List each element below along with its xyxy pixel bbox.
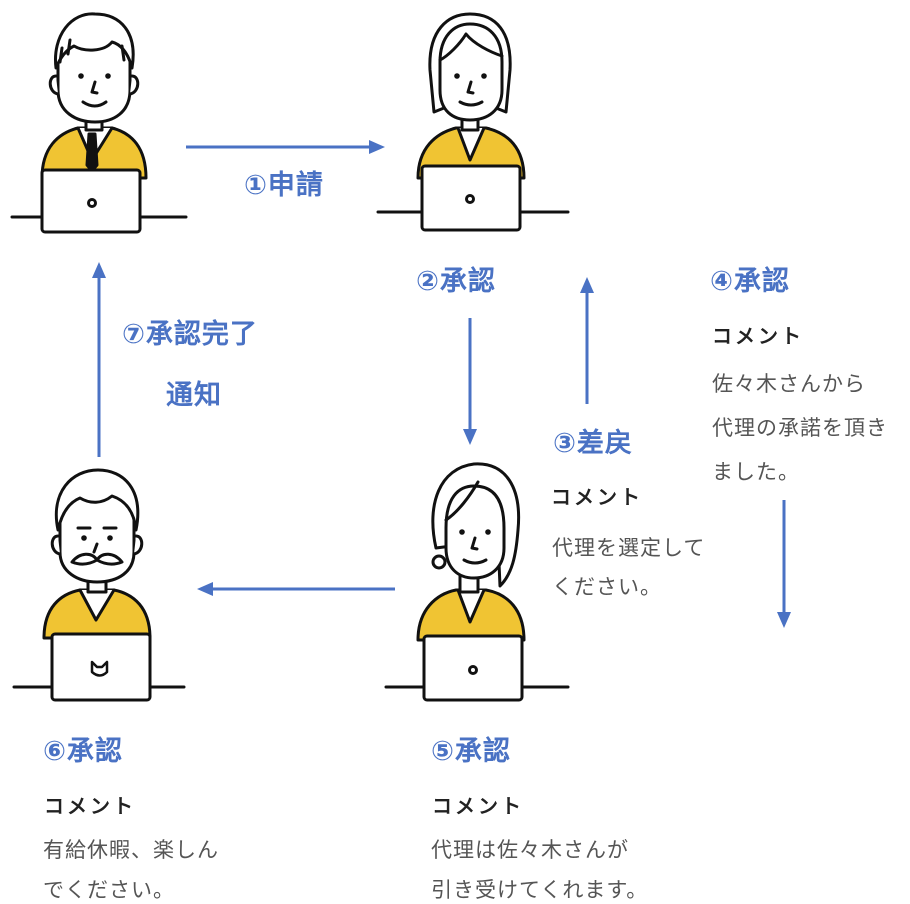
step-1-label: ①申請 bbox=[244, 170, 324, 201]
step-3-label: ③差戻 bbox=[553, 428, 633, 459]
step-4-label: ④承認 bbox=[710, 266, 790, 297]
comment-4-line-1: 佐々木さんから bbox=[712, 372, 866, 396]
comment-6-line-2: でください。 bbox=[43, 878, 175, 902]
comment-3-line-1: 代理を選定して bbox=[552, 536, 706, 560]
woman-with-earring-at-laptop-icon bbox=[384, 462, 570, 702]
arrows bbox=[92, 140, 791, 628]
comment-6-title: コメント bbox=[44, 794, 136, 818]
step-2-label: ②承認 bbox=[416, 266, 496, 297]
step-7-notice-label: 通知 bbox=[166, 380, 222, 411]
man-at-laptop-icon bbox=[10, 12, 188, 234]
woman-at-laptop-icon bbox=[376, 12, 570, 232]
step-7-label: ⑦承認完了 bbox=[122, 319, 258, 350]
step-6-label: ⑥承認 bbox=[43, 736, 123, 767]
arrow-apply bbox=[186, 140, 385, 154]
arrow-return-3 bbox=[580, 277, 594, 404]
arrow-approve-5 bbox=[197, 582, 395, 596]
comment-3-line-2: ください。 bbox=[552, 575, 662, 599]
comment-6-line-1: 有給休暇、楽しん bbox=[43, 838, 219, 862]
mustached-man-at-laptop-icon bbox=[12, 468, 186, 702]
arrow-approve-2 bbox=[463, 318, 477, 445]
comment-5-line-2: 引き受けてくれます。 bbox=[431, 878, 649, 902]
comment-3-title: コメント bbox=[551, 485, 643, 509]
comment-4-title: コメント bbox=[712, 324, 804, 348]
comment-5-title: コメント bbox=[432, 794, 524, 818]
comment-5-line-1: 代理は佐々木さんが bbox=[431, 838, 629, 862]
comment-4-line-3: ました。 bbox=[712, 460, 800, 484]
comment-4-line-2: 代理の承諾を頂き bbox=[712, 416, 888, 440]
step-5-label: ⑤承認 bbox=[431, 736, 511, 767]
arrow-approve-4 bbox=[777, 500, 791, 628]
arrow-notify-7 bbox=[92, 262, 106, 457]
